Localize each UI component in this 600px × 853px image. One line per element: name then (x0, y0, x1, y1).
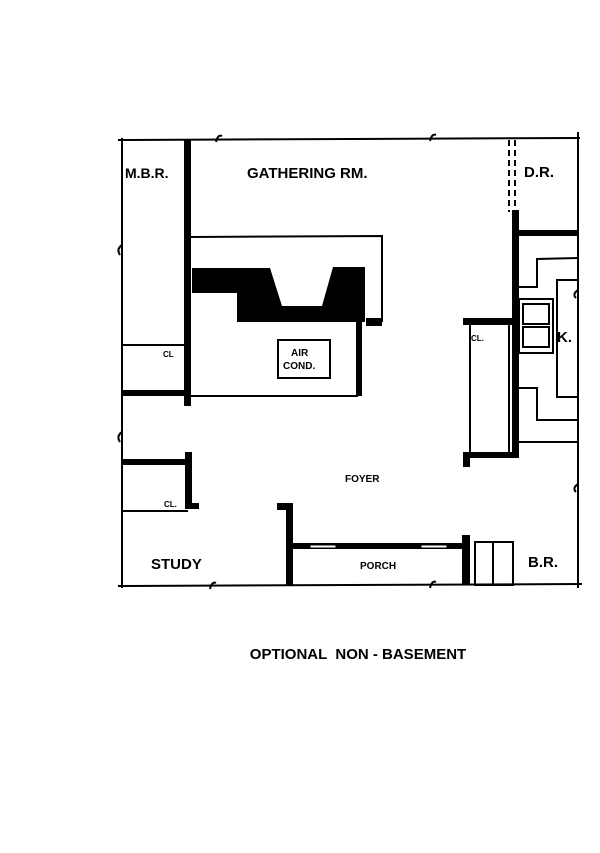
label-foyer: FOYER (345, 474, 380, 485)
label-bedroom: B.R. (528, 554, 558, 571)
label-kitchen: K. (557, 329, 572, 346)
dining-opening-dashed (508, 140, 516, 212)
label-dining-room: D.R. (524, 164, 554, 181)
label-kitchen-closet: CL. (471, 334, 484, 343)
door-marks (117, 133, 579, 590)
air-conditioner-box (277, 339, 331, 379)
label-study: STUDY (151, 556, 202, 573)
interior-walls (122, 140, 578, 585)
label-study-closet: CL. (164, 500, 177, 509)
thin-lines (122, 234, 579, 586)
label-air-cond-line1: AIR (291, 348, 309, 359)
label-gathering-room: GATHERING RM. (247, 165, 368, 182)
label-mbr: M.B.R. (125, 165, 169, 181)
label-air-cond-line2: COND. (283, 361, 315, 372)
plan-caption: OPTIONAL NON - BASEMENT (250, 646, 466, 663)
porch-windows (309, 544, 448, 549)
label-porch: PORCH (360, 561, 396, 572)
stove (518, 298, 554, 354)
label-mbr-closet: CL (163, 350, 174, 359)
